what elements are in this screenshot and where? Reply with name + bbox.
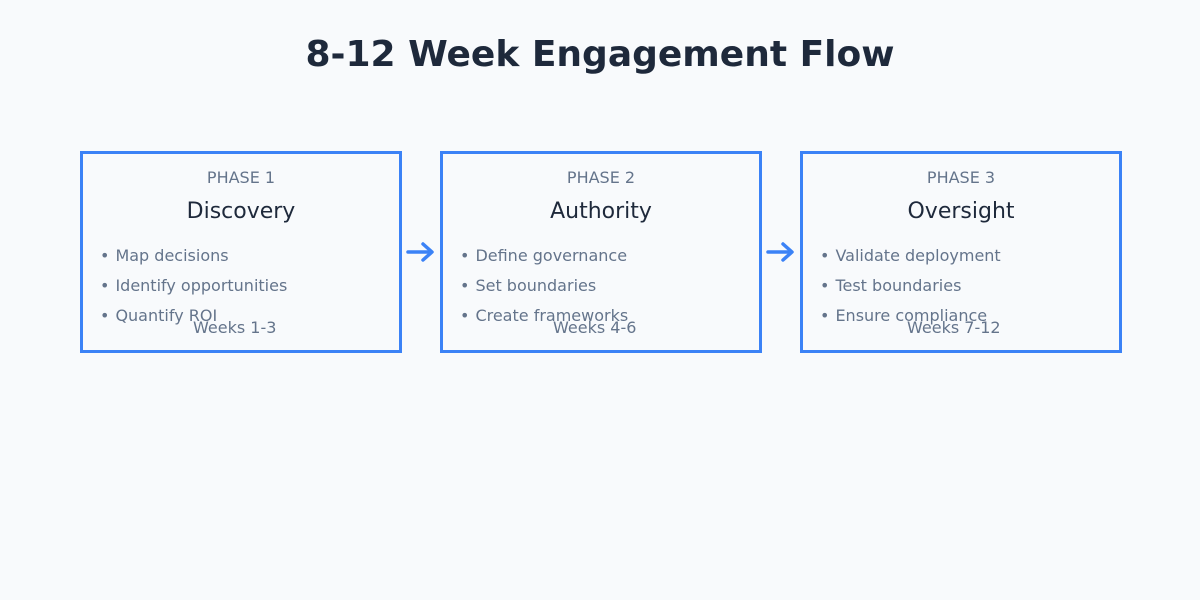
- phase-number-label: PHASE 2: [566, 168, 636, 187]
- list-item: Create frameworks: [460, 301, 628, 331]
- phase-duration: Weeks 4-6: [553, 318, 637, 337]
- phase-activities-list: Validate deployment Test boundaries Ensu…: [820, 241, 1001, 331]
- page-title: 8-12 Week Engagement Flow: [305, 34, 895, 75]
- phase-name: Authority: [550, 199, 652, 224]
- list-item: Identify opportunities: [100, 271, 287, 301]
- list-item: Validate deployment: [820, 241, 1000, 271]
- phase-activities-list: Define governance Set boundaries Create …: [460, 241, 628, 331]
- phase-duration: Weeks 1-3: [193, 318, 277, 337]
- phase-number-label: PHASE 1: [206, 168, 276, 187]
- list-item: Quantify ROI: [100, 301, 287, 331]
- list-item: Ensure compliance: [820, 301, 1001, 331]
- phase-activities-list: Map decisions Identify opportunities Qua…: [100, 241, 287, 331]
- phase-card-oversight: PHASE 3 Oversight Validate deployment Te…: [800, 151, 1122, 353]
- list-item: Map decisions: [100, 241, 287, 271]
- phase-number-label: PHASE 3: [926, 168, 996, 187]
- arrow-right-icon: [406, 242, 434, 262]
- list-item: Set boundaries: [460, 271, 628, 301]
- phase-name: Discovery: [186, 199, 296, 224]
- phase-card-discovery: PHASE 1 Discovery Map decisions Identify…: [80, 151, 402, 353]
- phase-name: Oversight: [907, 199, 1015, 224]
- phase-card-authority: PHASE 2 Authority Define governance Set …: [440, 151, 762, 353]
- list-item: Test boundaries: [820, 271, 1001, 301]
- list-item: Define governance: [460, 241, 628, 271]
- arrow-right-icon: [766, 242, 794, 262]
- phase-duration: Weeks 7-12: [907, 318, 1001, 337]
